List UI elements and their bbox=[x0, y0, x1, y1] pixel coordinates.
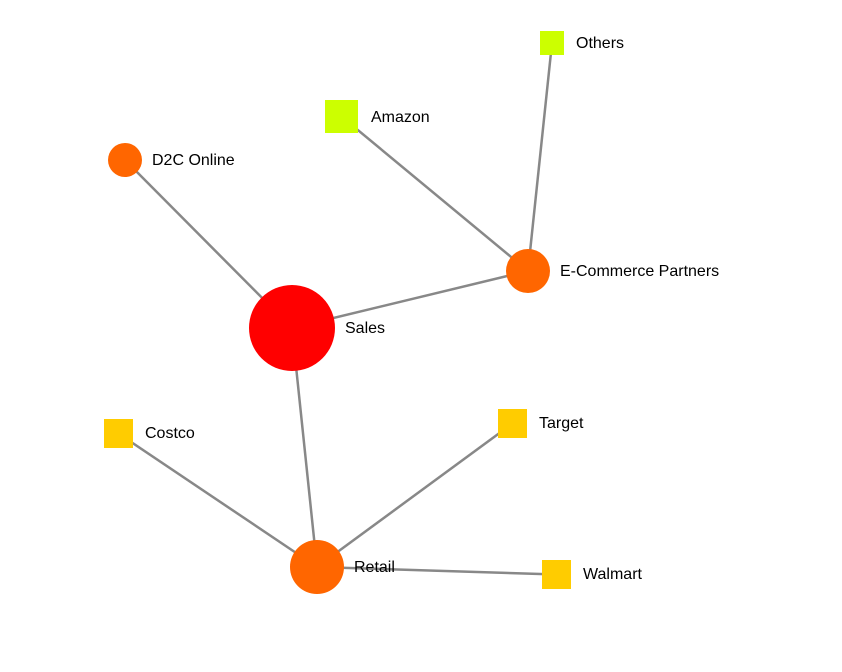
node-sales[interactable]: Sales bbox=[249, 285, 385, 371]
node-amazon-shape bbox=[325, 100, 358, 133]
node-retail-shape bbox=[290, 540, 344, 594]
node-sales-label: Sales bbox=[345, 320, 385, 337]
node-d2c-online-label: D2C Online bbox=[152, 152, 235, 169]
node-ecommerce-partners-shape bbox=[506, 249, 550, 293]
edge-retail-walmart bbox=[316, 565, 557, 576]
node-d2c-online-shape bbox=[108, 143, 142, 177]
node-ecommerce-partners-label: E-Commerce Partners bbox=[560, 263, 719, 280]
node-costco-shape bbox=[104, 419, 133, 448]
node-amazon-label: Amazon bbox=[371, 109, 430, 126]
node-costco-label: Costco bbox=[145, 425, 195, 442]
node-retail[interactable]: Retail bbox=[290, 540, 395, 594]
edge-ecommerce-amazon bbox=[340, 115, 529, 272]
node-amazon[interactable]: Amazon bbox=[325, 100, 430, 133]
node-others[interactable]: Others bbox=[540, 31, 624, 55]
node-costco[interactable]: Costco bbox=[104, 419, 195, 448]
edge-ecommerce-others bbox=[526, 42, 554, 272]
node-retail-label: Retail bbox=[354, 559, 395, 576]
edge-retail-target bbox=[316, 422, 514, 569]
node-others-label: Others bbox=[576, 35, 624, 52]
node-d2c-online[interactable]: D2C Online bbox=[108, 143, 235, 177]
node-walmart[interactable]: Walmart bbox=[542, 560, 643, 589]
node-others-shape bbox=[540, 31, 564, 55]
node-target[interactable]: Target bbox=[498, 409, 584, 438]
edge-retail-costco bbox=[117, 432, 318, 569]
node-sales-shape bbox=[249, 285, 335, 371]
node-walmart-shape bbox=[542, 560, 571, 589]
node-walmart-label: Walmart bbox=[583, 566, 643, 583]
node-ecommerce-partners[interactable]: E-Commerce Partners bbox=[506, 249, 719, 293]
node-target-shape bbox=[498, 409, 527, 438]
node-target-label: Target bbox=[539, 415, 584, 432]
